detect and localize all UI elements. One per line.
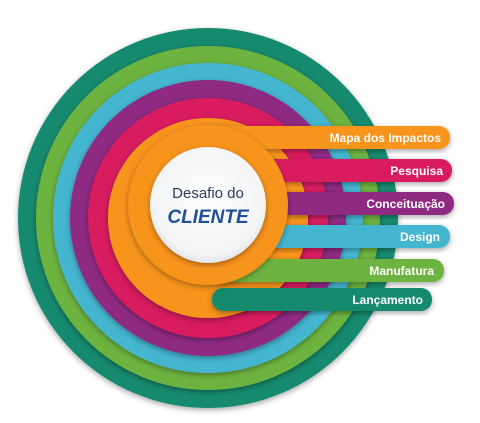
tab-mapa-impactos-bar [212, 126, 450, 149]
tab-manufatura-label: Manufatura [369, 264, 434, 278]
tab-lancamento-bar [212, 288, 432, 311]
tab-manufatura-bar [212, 259, 444, 282]
center-title-line2: CLIENTE [167, 207, 250, 228]
center-disc [150, 147, 266, 263]
tab-pesquisa-label: Pesquisa [390, 164, 443, 178]
tab-mapa-impactos: Mapa dos Impactos [212, 126, 450, 149]
tab-manufatura: Manufatura [212, 259, 444, 282]
tab-lancamento: Lançamento [212, 288, 432, 311]
center-title-line1: Desafio do [172, 185, 244, 202]
tab-mapa-impactos-label: Mapa dos Impactos [330, 131, 442, 145]
tab-lancamento-label: Lançamento [352, 293, 423, 307]
tab-design-label: Design [400, 230, 440, 244]
tab-conceituacao-label: Conceituação [366, 197, 445, 211]
